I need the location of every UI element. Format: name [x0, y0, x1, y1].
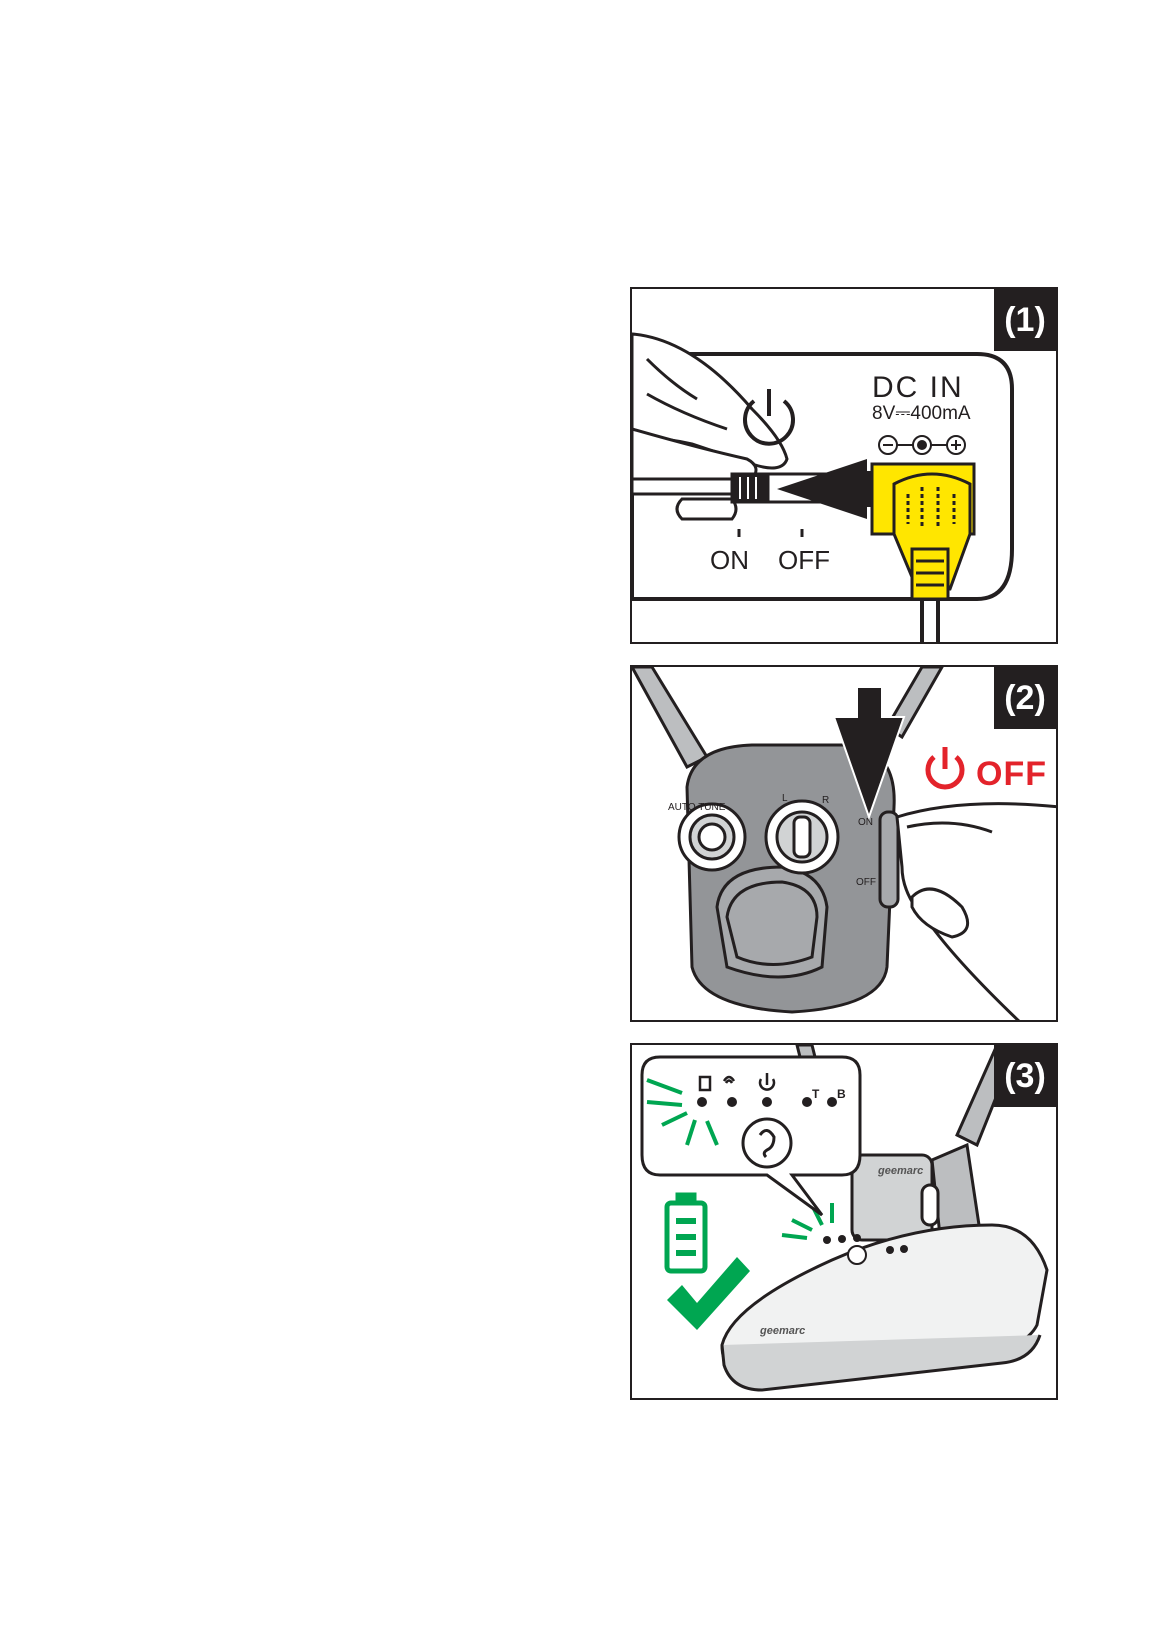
charging-base	[722, 1225, 1047, 1390]
brand-logo-base: geemarc	[760, 1325, 805, 1337]
bass-label: B	[837, 1087, 846, 1101]
off-label: OFF	[976, 755, 1047, 794]
ear-button[interactable]	[743, 1119, 791, 1167]
side-off-label: OFF	[856, 877, 876, 888]
auto-tune-label: AUTO TUNE	[668, 802, 725, 813]
step-2-panel: AUTO TUNE L R ON OFF OFF (2)	[630, 665, 1058, 1022]
side-power-switch[interactable]	[880, 812, 898, 907]
dc-spec-label: 8V⎓400mA	[872, 403, 971, 425]
step-3-panel: T B geemarc geemarc (3)	[630, 1043, 1058, 1400]
volume-balance-dial[interactable]	[766, 801, 838, 873]
step-badge: (3)	[994, 1045, 1056, 1107]
power-off-icon	[928, 747, 962, 787]
glow-lines	[782, 1203, 832, 1238]
battery-charged-icon	[667, 1195, 705, 1271]
switch-on-label: ON	[710, 545, 749, 576]
treble-label: T	[812, 1087, 819, 1101]
auto-tune-button[interactable]	[679, 804, 745, 870]
hand-drawing	[897, 804, 1058, 1022]
dial-left-label: L	[782, 793, 788, 804]
step-1-panel: DC IN 8V⎓400mA ON OFF (1)	[630, 287, 1058, 644]
dc-plug	[894, 474, 970, 644]
step-badge: (2)	[994, 667, 1056, 729]
side-on-label: ON	[858, 817, 873, 828]
switch-off-label: OFF	[778, 545, 830, 576]
dial-right-label: R	[822, 795, 829, 806]
step-badge: (1)	[994, 289, 1056, 351]
dc-in-label: DC IN	[872, 371, 964, 405]
brand-logo-receiver: geemarc	[878, 1165, 923, 1177]
